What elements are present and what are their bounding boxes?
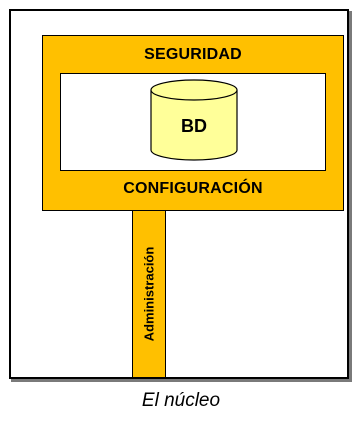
frame-shadow [11,379,351,382]
security-config-layer: SEGURIDAD BD CONFIGURACIÓN [42,35,344,211]
database-label: BD [181,116,207,136]
configuration-label: CONFIGURACIÓN [123,180,263,197]
administration-bar: Administración [132,210,166,378]
frame-shadow [349,11,352,382]
administration-label: Administración [141,246,157,342]
figure-caption: El núcleo [141,390,221,411]
database-cylinder-icon [150,79,238,161]
inner-core-area: BD [60,73,326,171]
figure-frame: SEGURIDAD BD CONFIGURACIÓN Administració… [9,9,349,379]
security-label: SEGURIDAD [144,46,242,63]
